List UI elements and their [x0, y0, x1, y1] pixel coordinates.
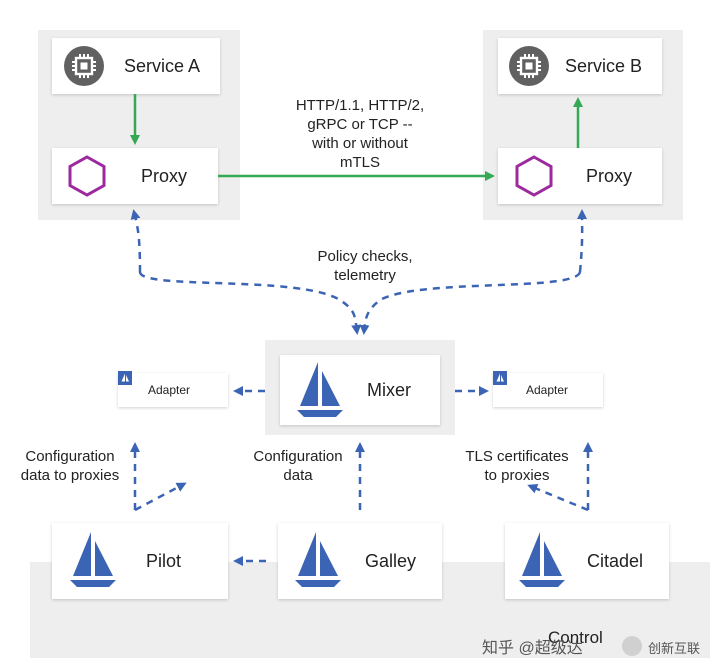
proxy-a-mixer-link	[138, 271, 362, 335]
chip-icon	[509, 46, 549, 86]
adapter-left-label: Adapter	[148, 383, 191, 397]
tls-note: TLS certificates to proxies	[465, 448, 569, 484]
adapter-right-label: Adapter	[526, 383, 569, 397]
proxy-b-label: Proxy	[586, 166, 633, 186]
citadel-diagonal-arrow	[527, 484, 589, 512]
adapter-left-card	[118, 373, 228, 407]
proxy-a-card	[52, 148, 218, 204]
mixer-label: Mixer	[367, 380, 411, 400]
proxy-a-mixer-link	[130, 209, 142, 273]
chip-icon	[64, 46, 104, 86]
watermark-logo	[622, 636, 642, 656]
citadel-label: Citadel	[587, 551, 644, 571]
proxy-b-card	[498, 148, 662, 204]
proxy-a-label: Proxy	[141, 166, 188, 186]
proxy-b-mixer-link	[577, 209, 588, 273]
service-b-label: Service B	[565, 56, 643, 76]
galley-label: Galley	[365, 551, 417, 571]
watermark-left: 知乎 @超级达	[482, 640, 583, 657]
policy-note: Policy checks, telemetry	[317, 248, 413, 284]
pilot-diagonal-arrow	[134, 482, 187, 512]
service-a-label: Service A	[124, 56, 201, 76]
traffic-note: HTTP/1.1, HTTP/2, gRPC or TCP -- with or…	[295, 97, 425, 171]
config-proxies-note: Configuration data to proxies	[20, 448, 120, 484]
config-data-note: Configuration data	[253, 448, 343, 484]
watermark-right: 创新互联	[648, 641, 701, 656]
proxy-b-mixer-link	[359, 271, 582, 335]
control-plane-label: Control	[548, 628, 603, 647]
pilot-label: Pilot	[146, 551, 182, 571]
adapter-right-card	[493, 373, 603, 407]
